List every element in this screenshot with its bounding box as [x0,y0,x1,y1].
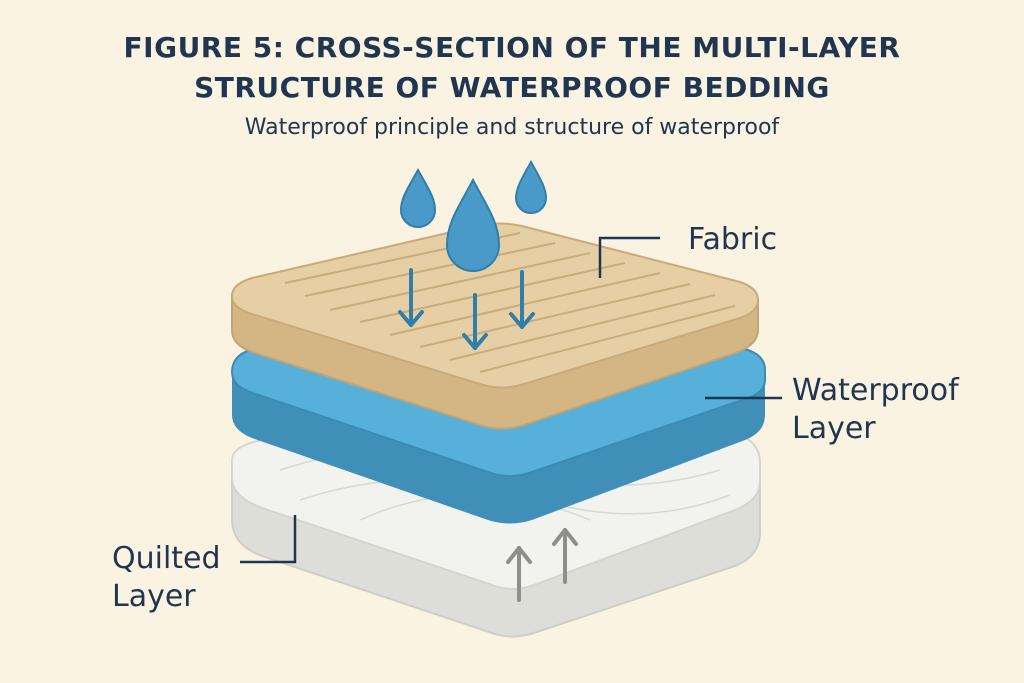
quilted-layer-label: Quilted Layer [112,541,221,614]
arrow-up-icon [552,528,578,584]
figure-title: FIGURE 5: CROSS-SECTION OF THE MULTI-LAY… [0,28,1024,108]
figure-title-line1: FIGURE 5: CROSS-SECTION OF THE MULTI-LAY… [123,31,901,64]
waterproof-layer-label: Waterproof Layer [792,373,959,446]
fabric-layer [230,222,760,430]
fabric-leader-line [598,236,660,278]
arrow-up-icon [506,546,532,602]
down-arrows [398,268,535,350]
leader-lines [240,236,782,564]
quilted-leader-line [240,515,297,564]
fabric-texture-lines [284,232,736,373]
droplet-icon [399,167,437,228]
fabric-label: Fabric [688,222,778,257]
arrow-down-icon [462,293,488,350]
droplets [399,159,548,272]
arrow-down-icon [398,268,424,327]
figure-subtitle: Waterproof principle and structure of wa… [244,115,780,140]
droplet-icon [445,177,501,272]
arrow-down-icon [509,270,535,329]
figure-title-line2: STRUCTURE OF WATERPROOF BEDDING [194,71,830,104]
waterproof-layer-front [232,370,765,524]
fabric-layer-top [230,222,760,389]
droplet-icon [514,159,548,214]
up-arrows [506,528,578,602]
